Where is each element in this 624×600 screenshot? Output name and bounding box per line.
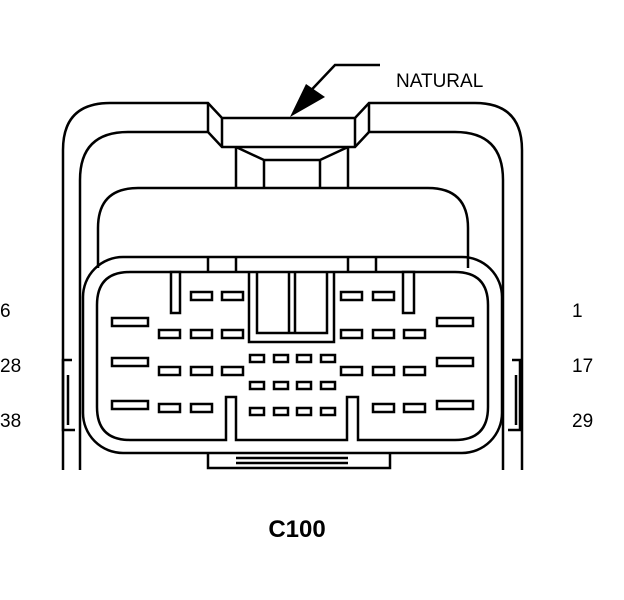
connector-face-outer [81,255,504,455]
pin-label-6: 6 [0,301,11,322]
bottom-tab [206,453,392,470]
pin-cavity [272,353,290,364]
pin-cavity [189,402,214,414]
pin-cavity [110,399,150,411]
pin-cavity [435,316,475,328]
pin-cavity [248,353,266,364]
pin-cavity [435,356,475,368]
pin-cavity [157,365,182,377]
pin-cavity [402,328,427,340]
pin-cavity [371,365,396,377]
center-key [247,272,336,344]
inner-shroud [78,130,505,470]
pin-cavity [371,402,396,414]
pin-cavity [295,353,313,364]
left-clip [61,358,75,432]
pin-cavity [189,365,214,377]
pin-cavity [189,328,214,340]
pin-cavity [339,290,364,302]
latch [206,103,371,188]
outer-shroud [61,101,524,470]
pin-cavity [339,365,364,377]
pin-cavity [110,316,150,328]
pin-cavity [339,328,364,340]
pin-cavity [189,290,214,302]
pin-cavity [272,380,290,391]
pin-cavity [157,328,182,340]
pin-cavity [402,402,427,414]
body-top [96,186,470,268]
pin-label-17: 17 [572,356,593,377]
pin-label-1: 1 [572,301,583,322]
pin-cavity [220,365,245,377]
pin-label-28: 28 [0,356,21,377]
pin-cavity [319,406,337,417]
pin-cavity [371,328,396,340]
pin-cavity [435,399,475,411]
pin-cavities [110,290,475,417]
connector-id: C100 [268,516,325,543]
pin-cavity [319,353,337,364]
top-ribs [206,257,378,272]
post [169,270,182,315]
pin-label-29: 29 [572,411,593,432]
callout-arrow-icon [290,84,325,117]
pin-cavity [295,380,313,391]
pin-cavity [319,380,337,391]
pin-cavity [272,406,290,417]
pin-cavity [248,406,266,417]
pin-cavity [295,406,313,417]
pin-label-38: 38 [0,411,21,432]
pin-cavity [157,402,182,414]
pin-cavity [220,290,245,302]
right-clip [508,358,522,432]
post [401,270,416,315]
pin-cavity [402,365,427,377]
connector-face-inner [95,270,490,442]
pin-cavity [220,328,245,340]
pin-cavity [248,380,266,391]
color-label: NATURAL [396,71,483,92]
pin-cavity [371,290,396,302]
pin-cavity [110,356,150,368]
